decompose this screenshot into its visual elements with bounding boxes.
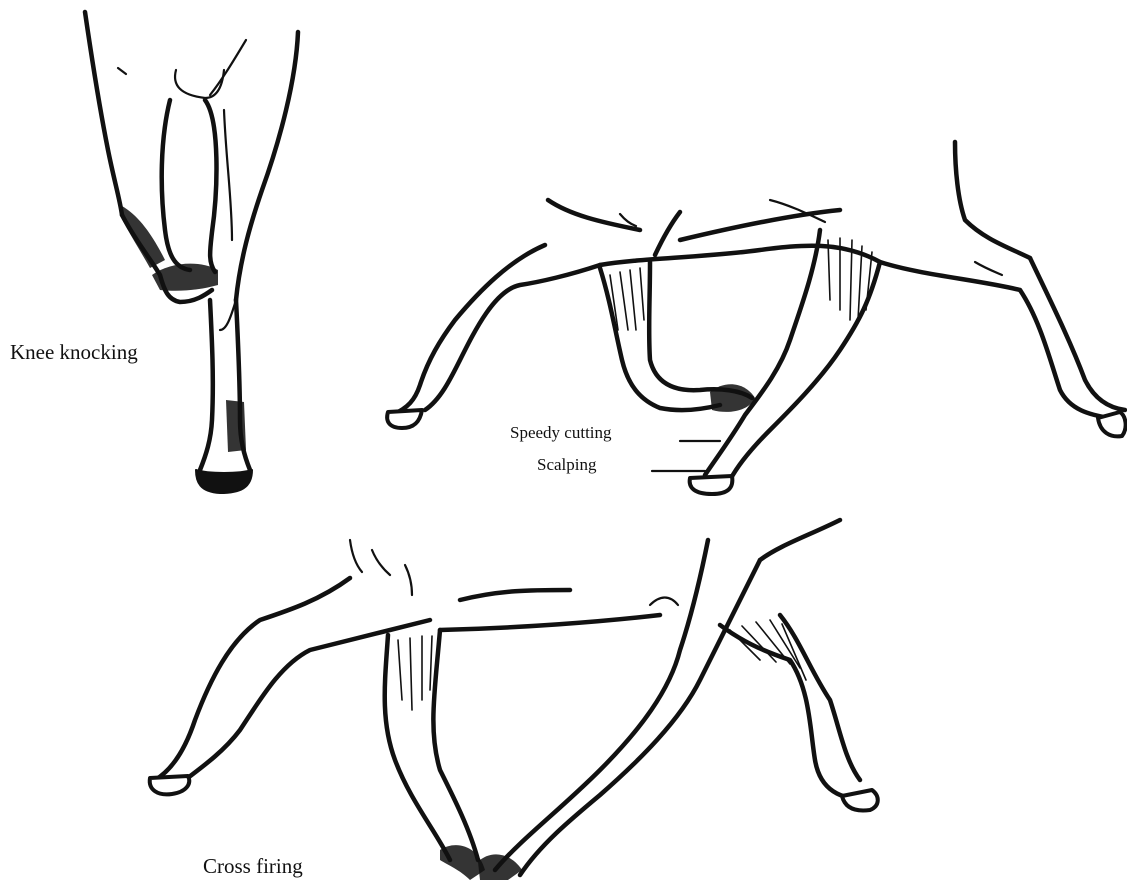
cross-firing-illustration [150, 520, 878, 880]
cross-firing-label: Cross firing [203, 856, 303, 877]
knee-knocking-label: Knee knocking [10, 342, 138, 363]
knee-knocking-illustration [85, 12, 298, 493]
speedy-cutting-illustration [387, 142, 1125, 494]
speedy-cutting-label: Speedy cutting [510, 424, 612, 441]
scalping-label: Scalping [537, 456, 597, 473]
